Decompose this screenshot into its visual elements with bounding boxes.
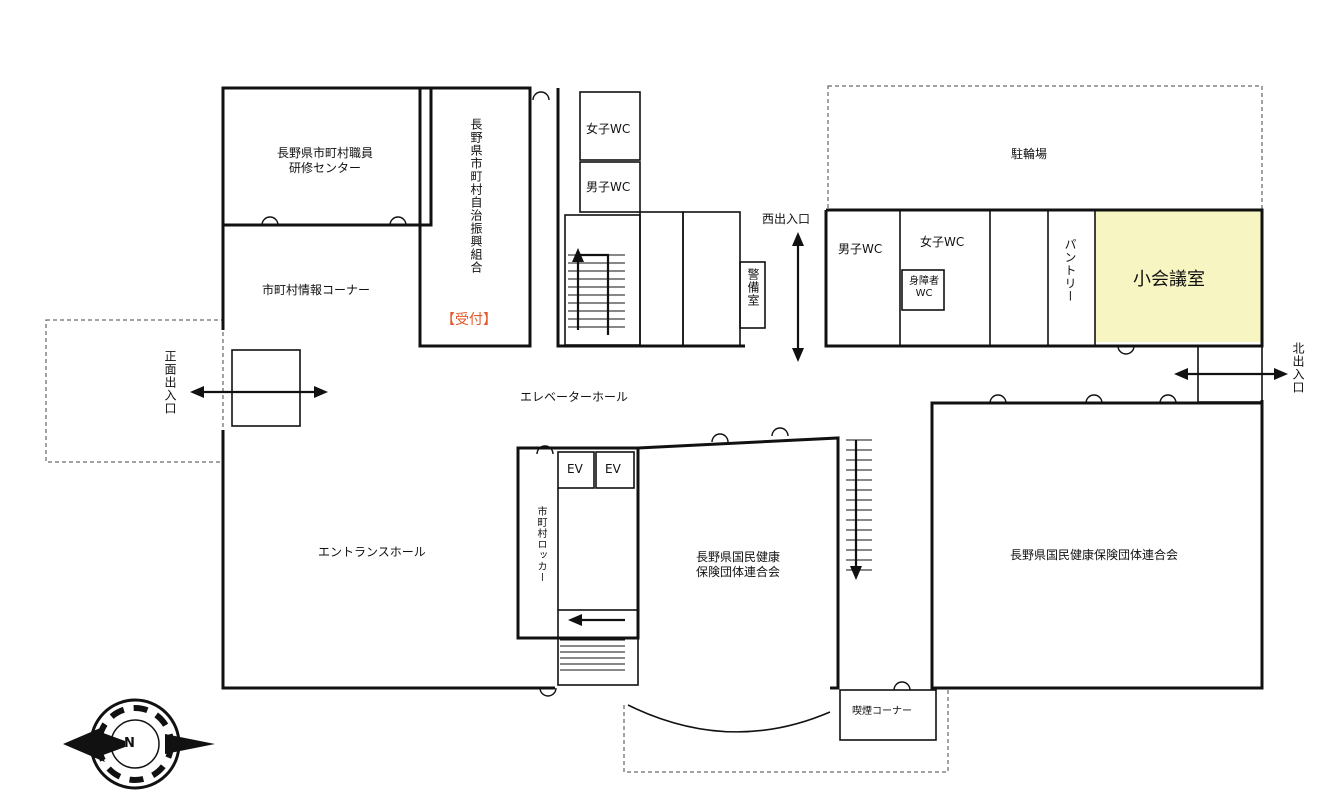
small-meeting-room-label[interactable]: 小会議室 xyxy=(1133,269,1205,290)
association-walls xyxy=(418,86,532,348)
training-center-label: 長野県市町村職員 研修センター xyxy=(276,146,373,175)
reception-label: 【受付】 xyxy=(441,312,497,328)
north-vestibule xyxy=(1197,345,1263,403)
ev1-label: EV xyxy=(567,462,583,476)
womens-wc-upper-label: 女子WC xyxy=(586,122,631,136)
north-entrance-label: 北出入口 xyxy=(1291,342,1305,394)
north-end-wall xyxy=(940,400,1264,690)
mens-wc-upper-label: 男子WC xyxy=(586,180,631,194)
bicycle-parking-area xyxy=(827,85,1263,211)
north-arrow-head-l xyxy=(1174,368,1188,380)
pantry-label: パントリー xyxy=(1063,238,1077,303)
right-stairs xyxy=(846,439,872,571)
storage-1 xyxy=(639,211,684,347)
training-center-walls xyxy=(221,86,433,227)
west-arrow-head-u xyxy=(792,232,804,246)
stair-arrow-up xyxy=(576,253,610,335)
stair-arrow-head-2 xyxy=(568,614,582,626)
womens-wc-upper-walls xyxy=(579,91,641,161)
stair-arrow-head-1 xyxy=(572,248,584,262)
info-corner-label: 市町村情報コーナー xyxy=(262,283,371,297)
bicycle-parking-label: 駐輪場 xyxy=(1011,147,1048,161)
upper-stairs xyxy=(568,254,625,328)
ev2-shaft xyxy=(595,451,635,489)
smoking-corner-label: 喫煙コーナー xyxy=(852,706,912,717)
smoking-corner-walls xyxy=(839,689,937,741)
elevator-hall-label: エレベーターホール xyxy=(520,390,629,404)
health-large-walls xyxy=(930,401,1264,690)
front-arrow-head-l xyxy=(190,386,204,398)
north-arrow-head-r xyxy=(1274,368,1288,380)
compass-north-icon xyxy=(63,698,215,790)
accessible-wc-label: 身障者 WC xyxy=(909,276,939,299)
lower-stair-room xyxy=(557,609,639,686)
front-arrow-head-r xyxy=(314,386,328,398)
south-bay xyxy=(627,704,831,733)
association-label: 長野県市町村自治振興組合 xyxy=(469,118,483,274)
doors xyxy=(261,91,1177,697)
west-arrow-head-d xyxy=(792,348,804,362)
health-small-walls xyxy=(637,436,840,690)
health-insurance-small-label: 長野県国民健康 保険団体連合会 xyxy=(695,550,780,579)
lower-stairs xyxy=(560,639,625,671)
south-terrace xyxy=(623,690,949,773)
storage-2 xyxy=(682,211,741,347)
west-entrance-label: 西出入口 xyxy=(762,212,811,226)
ev2-label: EV xyxy=(605,462,621,476)
stair-room-walls xyxy=(564,214,641,346)
front-vestibule xyxy=(231,349,301,427)
entrance-hall-label: エントランスホール xyxy=(318,545,426,559)
compass-n-label: N xyxy=(124,736,135,751)
guard-room-walls xyxy=(739,261,766,329)
small-meeting-room-fill xyxy=(1095,210,1261,342)
lockers-label: 市町村ロッカー xyxy=(535,506,546,583)
mens-wc-upper-walls xyxy=(579,161,641,213)
womens-wc-lower-label: 女子WC xyxy=(920,235,965,249)
health-insurance-large-label: 長野県国民健康保険団体連合会 xyxy=(1010,548,1179,562)
guard-room-label: 警備室 xyxy=(746,268,760,307)
stair-arrow-head-3 xyxy=(850,566,862,580)
elevator-block xyxy=(516,446,640,640)
west-wall-lower xyxy=(221,430,555,690)
accessible-wc-walls xyxy=(901,269,945,311)
ev1-shaft xyxy=(557,451,595,489)
front-entrance-label: 正面出入口 xyxy=(163,350,177,415)
mens-wc-lower-label: 男子WC xyxy=(838,242,883,256)
